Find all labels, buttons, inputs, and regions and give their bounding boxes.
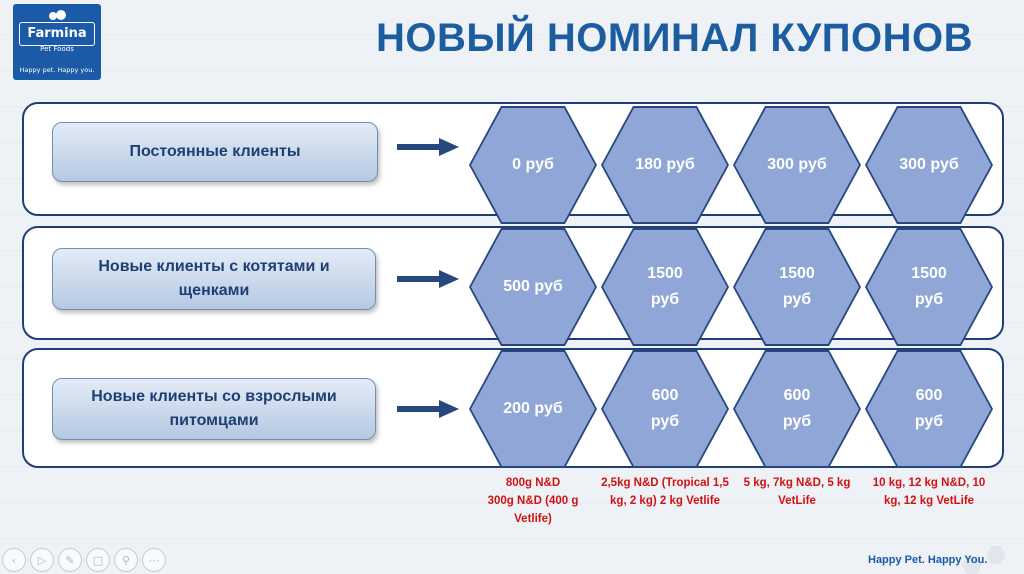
zoom-icon[interactable]: ⚲: [114, 548, 138, 572]
row-label-new-adult-pets: Новые клиенты со взрослыми питомцами: [52, 378, 376, 440]
hex-value-text: 180 руб: [603, 108, 727, 222]
arrow-icon: [397, 138, 459, 156]
product-note: 5 kg, 7kg N&D, 5 kg VetLife: [743, 477, 851, 507]
play-icon[interactable]: ▷: [30, 548, 54, 572]
hex-value: 1500 руб: [865, 228, 993, 346]
hex-value-text: 300 руб: [735, 108, 859, 222]
logo-brand: Farmina: [19, 22, 95, 46]
hex-value-text: 300 руб: [867, 108, 991, 222]
logo-subtitle: Pet Foods: [40, 45, 74, 53]
hex-value-text: 1500 руб: [603, 230, 727, 344]
hex-value-text: 1500 руб: [867, 230, 991, 344]
hex-value-text: 1500 руб: [735, 230, 859, 344]
hex-value: 0 руб: [469, 106, 597, 224]
farmina-logo: Farmina Pet Foods Happy pet. Happy you.: [13, 4, 101, 80]
product-note: 10 kg, 12 kg N&D, 10 kg, 12 kg VetLife: [872, 477, 986, 507]
page-title: НОВЫЙ НОМИНАЛ КУПОНОВ: [376, 16, 973, 60]
hex-value-text: 600 руб: [603, 352, 727, 466]
hex-value-text: 600 руб: [867, 352, 991, 466]
slideshow-toolbar: ‹ ▷ ✎ □ ⚲ ⋯: [2, 548, 166, 572]
footer-tagline: Happy Pet. Happy You.: [868, 554, 988, 566]
more-icon[interactable]: ⋯: [142, 548, 166, 572]
arrow-icon: [397, 400, 459, 418]
decor-hex: [986, 546, 1006, 564]
row-label-new-kittens-puppies: Новые клиенты с котятами и щенками: [52, 248, 376, 310]
product-note: 2,5kg N&D (Tropical 1,5 kg, 2 kg) 2 kg V…: [601, 477, 729, 507]
product-note: 800g N&D 300g N&D (400 g Vetlife): [487, 477, 579, 525]
row-label-regular: Постоянные клиенты: [52, 122, 378, 182]
pen-icon[interactable]: ✎: [58, 548, 82, 572]
previous-icon[interactable]: ‹: [2, 548, 26, 572]
pets-icon: [49, 10, 66, 20]
hex-value-text: 600 руб: [735, 352, 859, 466]
slides-icon[interactable]: □: [86, 548, 110, 572]
arrow-icon: [397, 270, 459, 288]
decor-hex: [962, 556, 982, 574]
logo-tagline: Happy pet. Happy you.: [19, 66, 95, 74]
